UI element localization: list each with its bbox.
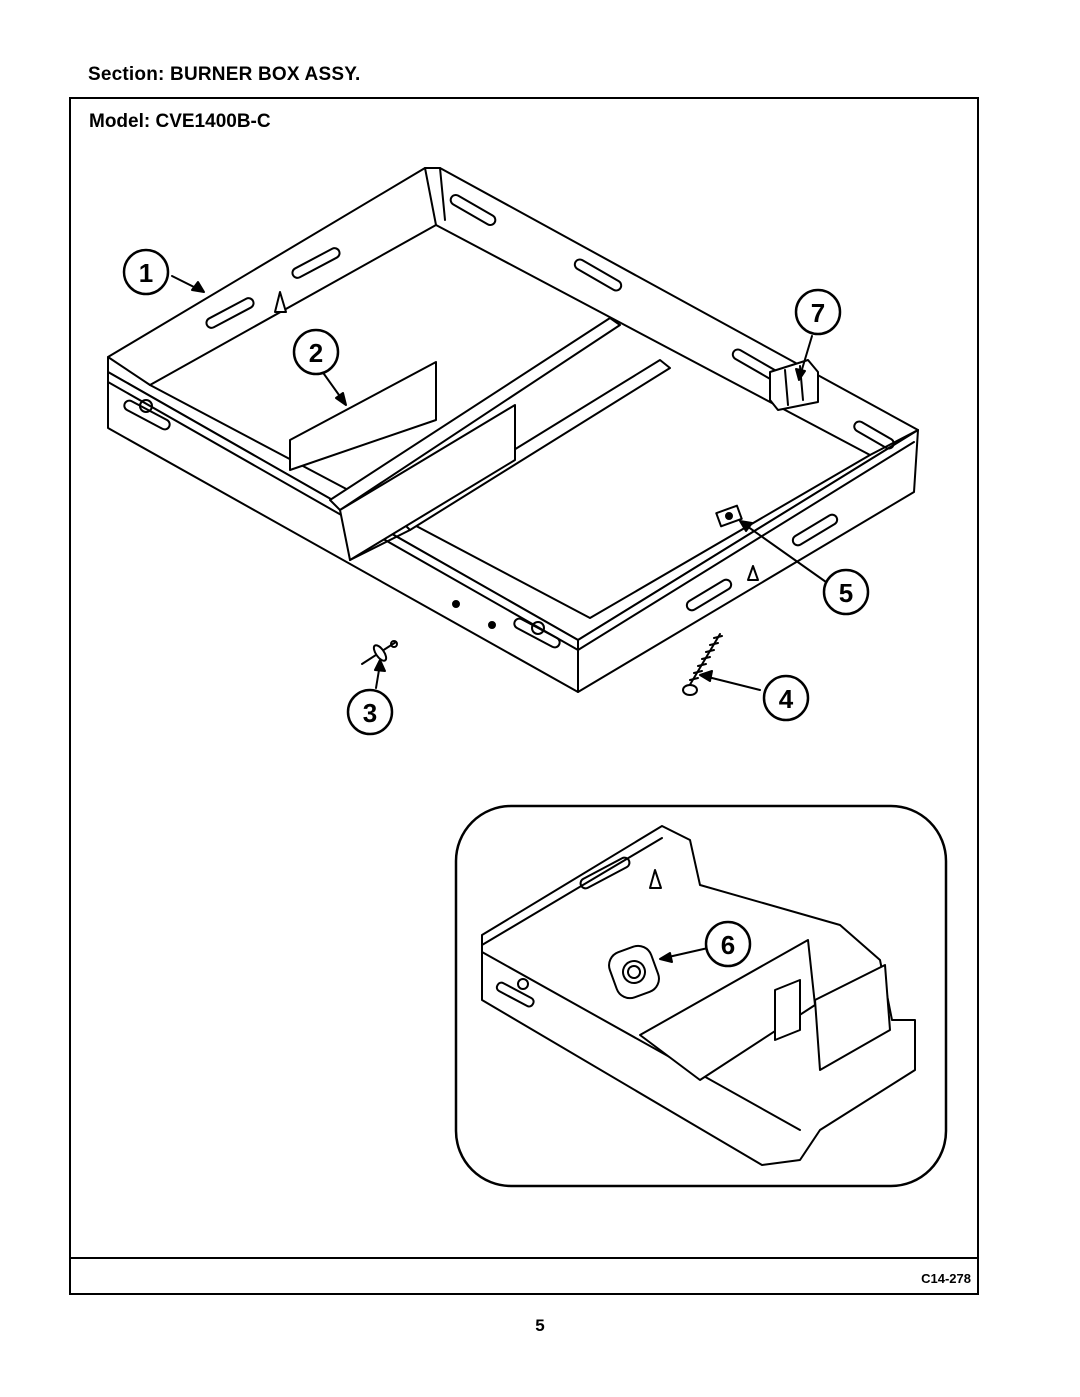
callout-7: 7 <box>794 288 842 336</box>
model-title: Model: CVE1400B-C <box>89 111 271 132</box>
callout-6-label: 6 <box>721 930 735 960</box>
inset-detail <box>454 804 948 1188</box>
callout-7-label: 7 <box>811 298 825 328</box>
callout-5: 5 <box>822 568 870 616</box>
callout-3-label: 3 <box>363 698 377 728</box>
callout-4-label: 4 <box>779 684 794 714</box>
footer-divider <box>71 1257 977 1259</box>
callout-1: 1 <box>122 248 170 296</box>
callout-6: 6 <box>704 920 752 968</box>
callout-5-label: 5 <box>839 578 853 608</box>
screw-part <box>682 633 723 696</box>
callout-4: 4 <box>762 674 810 722</box>
rivet-part <box>361 640 398 665</box>
callout-2: 2 <box>292 328 340 376</box>
callout-2-label: 2 <box>309 338 323 368</box>
callout-1-label: 1 <box>139 258 153 288</box>
drawing-code: C14-278 <box>921 1271 971 1286</box>
section-title: Section: BURNER BOX ASSY. <box>88 64 361 85</box>
callout-leaders <box>171 275 827 963</box>
callout-3: 3 <box>346 688 394 736</box>
diagram-frame: Model: CVE1400B-C C14-278 <box>69 97 979 1295</box>
burner-box-tray <box>107 167 919 693</box>
page-number: 5 <box>535 1316 545 1335</box>
